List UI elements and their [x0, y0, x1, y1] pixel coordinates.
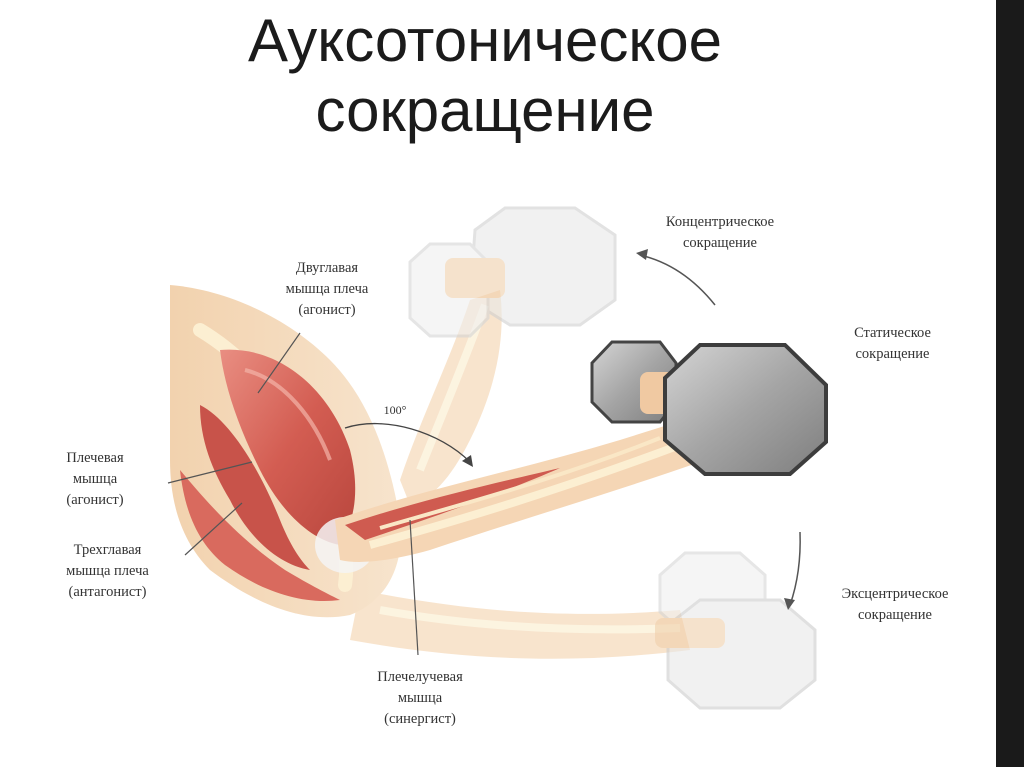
dumbbell-eccentric	[655, 553, 815, 708]
arrow-eccentric	[790, 532, 800, 605]
title-line-1: Ауксотоническое	[0, 6, 970, 76]
label-static: Статическое сокращение	[835, 323, 950, 365]
label-eccentric: Эксцентрическое сокращение	[820, 584, 970, 626]
label-concentric: Концентрическое сокращение	[650, 212, 790, 254]
label-angle: 100°	[370, 402, 420, 418]
forearm-eccentric	[350, 590, 690, 659]
label-biceps: Двуглавая мышца плеча (агонист)	[272, 258, 382, 321]
arrow-concentric	[640, 255, 715, 305]
dumbbell-concentric	[410, 208, 615, 336]
label-triceps: Трехглавая мышца плеча (антагонист)	[45, 540, 170, 603]
label-brachialis: Плечевая мышца (агонист)	[40, 448, 150, 511]
slide-border-strip	[990, 0, 1024, 767]
title-line-2: сокращение	[0, 76, 970, 146]
arrow-concentric-head	[636, 249, 648, 260]
page-title: Ауксотоническое сокращение	[0, 6, 970, 146]
label-brachioradialis: Плечелучевая мышца (синергист)	[355, 667, 485, 730]
